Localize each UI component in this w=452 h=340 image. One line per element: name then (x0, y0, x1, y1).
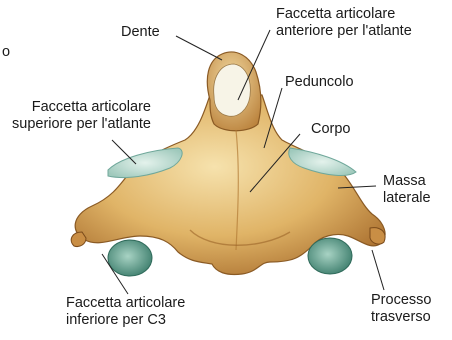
anterior-facet (214, 64, 251, 116)
label-facet-inferior: Faccetta articolare inferiore per C3 (66, 295, 185, 329)
leader-processo (372, 250, 384, 290)
label-corpo: Corpo (311, 121, 351, 138)
label-processo-trasverso: Processo trasverso (371, 292, 431, 326)
label-dente: Dente (121, 24, 160, 41)
inferior-facet-right (308, 238, 352, 274)
inferior-facet-left (108, 240, 152, 276)
transverse-process-left (71, 232, 86, 247)
leader-dente (176, 36, 222, 60)
label-peduncolo: Peduncolo (285, 74, 354, 91)
label-massa-laterale: Massa laterale (383, 173, 431, 207)
edge-fragment-label: o (2, 44, 10, 61)
label-facet-superior: Faccetta articolare superiore per l'atla… (12, 99, 151, 133)
label-facet-anterior: Faccetta articolare anteriore per l'atla… (276, 6, 412, 40)
